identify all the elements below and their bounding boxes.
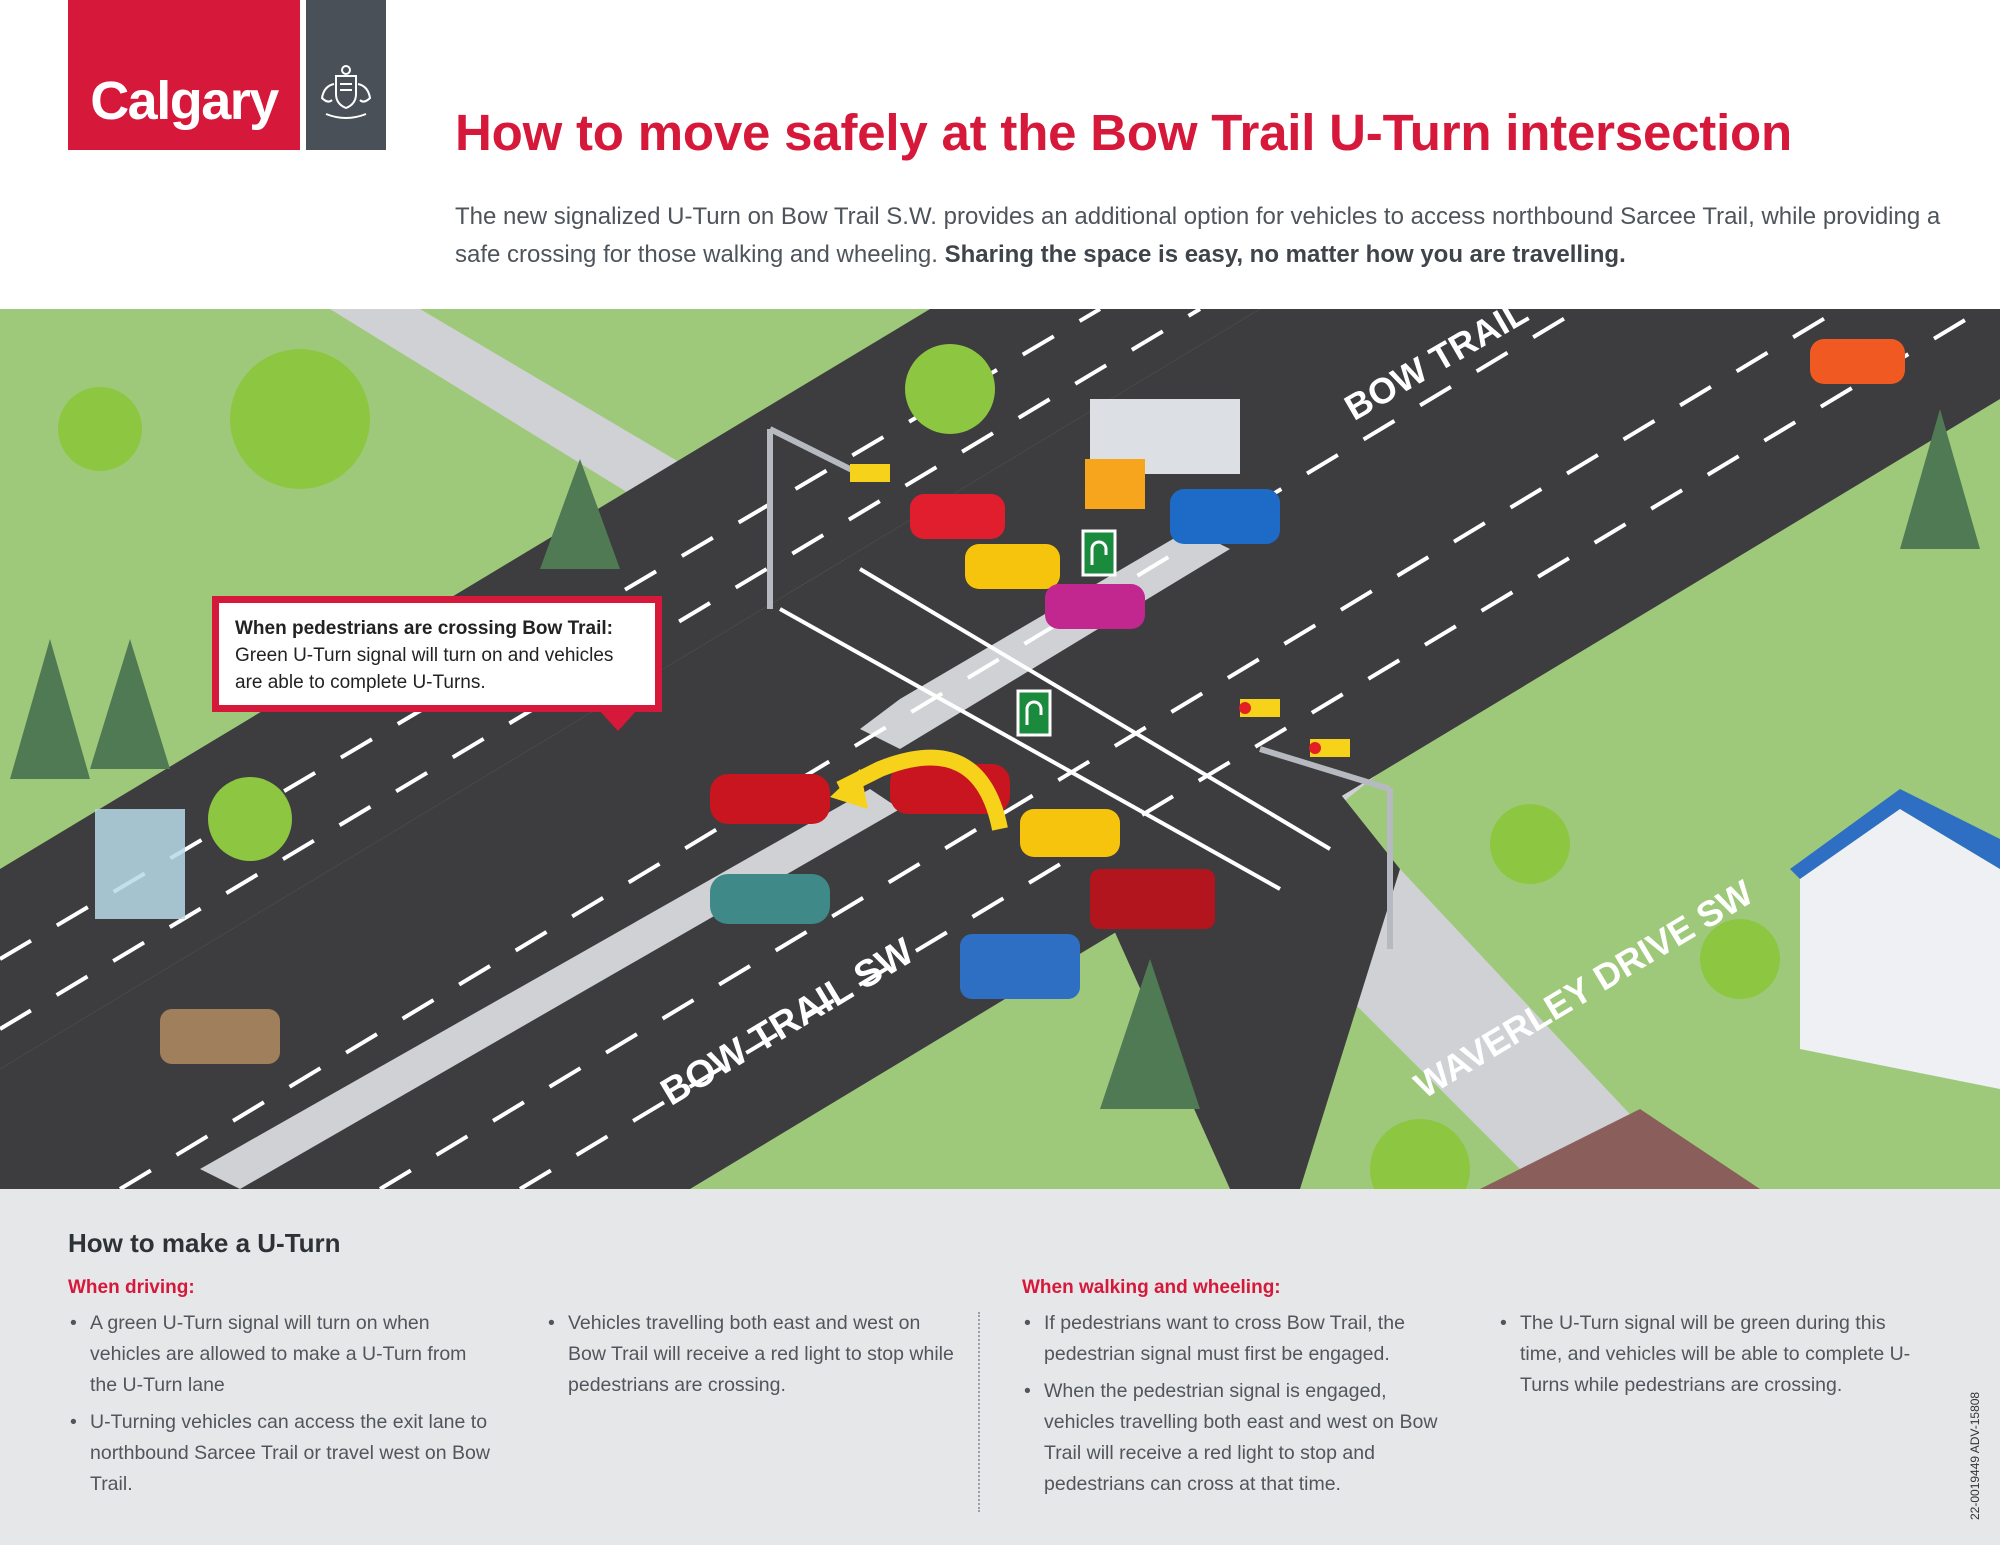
- walking-list-2: The U-Turn signal will be green during t…: [1498, 1308, 1918, 1407]
- u-turn-sign-icon: [1016, 529, 1117, 737]
- callout-heading: When pedestrians are crossing Bow Trail:: [235, 618, 613, 639]
- list-item: U-Turning vehicles can access the exit l…: [68, 1407, 498, 1500]
- guide-title: How to make a U-Turn: [68, 1228, 341, 1258]
- crest-icon: [320, 65, 372, 119]
- traffic-poles: [767, 426, 1393, 949]
- intro-paragraph: The new signalized U-Turn on Bow Trail S…: [455, 198, 1945, 274]
- walking-list-1: If pedestrians want to cross Bow Trail, …: [1022, 1308, 1452, 1506]
- traffic-light-icon: [850, 464, 1350, 757]
- intro-bold-text: Sharing the space is easy, no matter how…: [944, 241, 1626, 268]
- logo-wordmark: Calgary: [90, 71, 279, 131]
- logo-red-block: [68, 0, 300, 150]
- driving-heading: When driving:: [68, 1277, 195, 1298]
- list-item: A green U-Turn signal will turn on when …: [68, 1308, 498, 1401]
- callout-pointer: [598, 709, 638, 731]
- list-item: If pedestrians want to cross Bow Trail, …: [1022, 1308, 1452, 1370]
- driving-list-1: A green U-Turn signal will turn on when …: [68, 1308, 498, 1506]
- callout-box: When pedestrians are crossing Bow Trail:…: [212, 596, 662, 712]
- walking-heading: When walking and wheeling:: [1022, 1277, 1281, 1298]
- list-item: The U-Turn signal will be green during t…: [1498, 1308, 1918, 1401]
- house: [1480, 789, 2000, 1189]
- vehicles: [160, 339, 1905, 1064]
- bus-shelter: [95, 809, 185, 919]
- callout-body: Green U-Turn signal will turn on and veh…: [235, 645, 614, 693]
- column-divider: [978, 1312, 980, 1512]
- median-north: [860, 529, 1230, 749]
- list-item: When the pedestrian signal is engaged, v…: [1022, 1376, 1452, 1500]
- driving-list-2: Vehicles travelling both east and west o…: [546, 1308, 956, 1407]
- intersection-illustration: [0, 309, 2000, 1189]
- intro-text: The new signalized U-Turn on Bow Trail S…: [455, 203, 1941, 268]
- page-title: How to move safely at the Bow Trail U-Tu…: [455, 104, 1792, 161]
- document-id: 22-0019449 ADV-15808: [1968, 1391, 1982, 1520]
- u-turn-path-arrow: [836, 749, 1008, 831]
- list-item: Vehicles travelling both east and west o…: [546, 1308, 956, 1401]
- crosswalk: [779, 567, 1332, 891]
- trees: [10, 344, 1980, 1189]
